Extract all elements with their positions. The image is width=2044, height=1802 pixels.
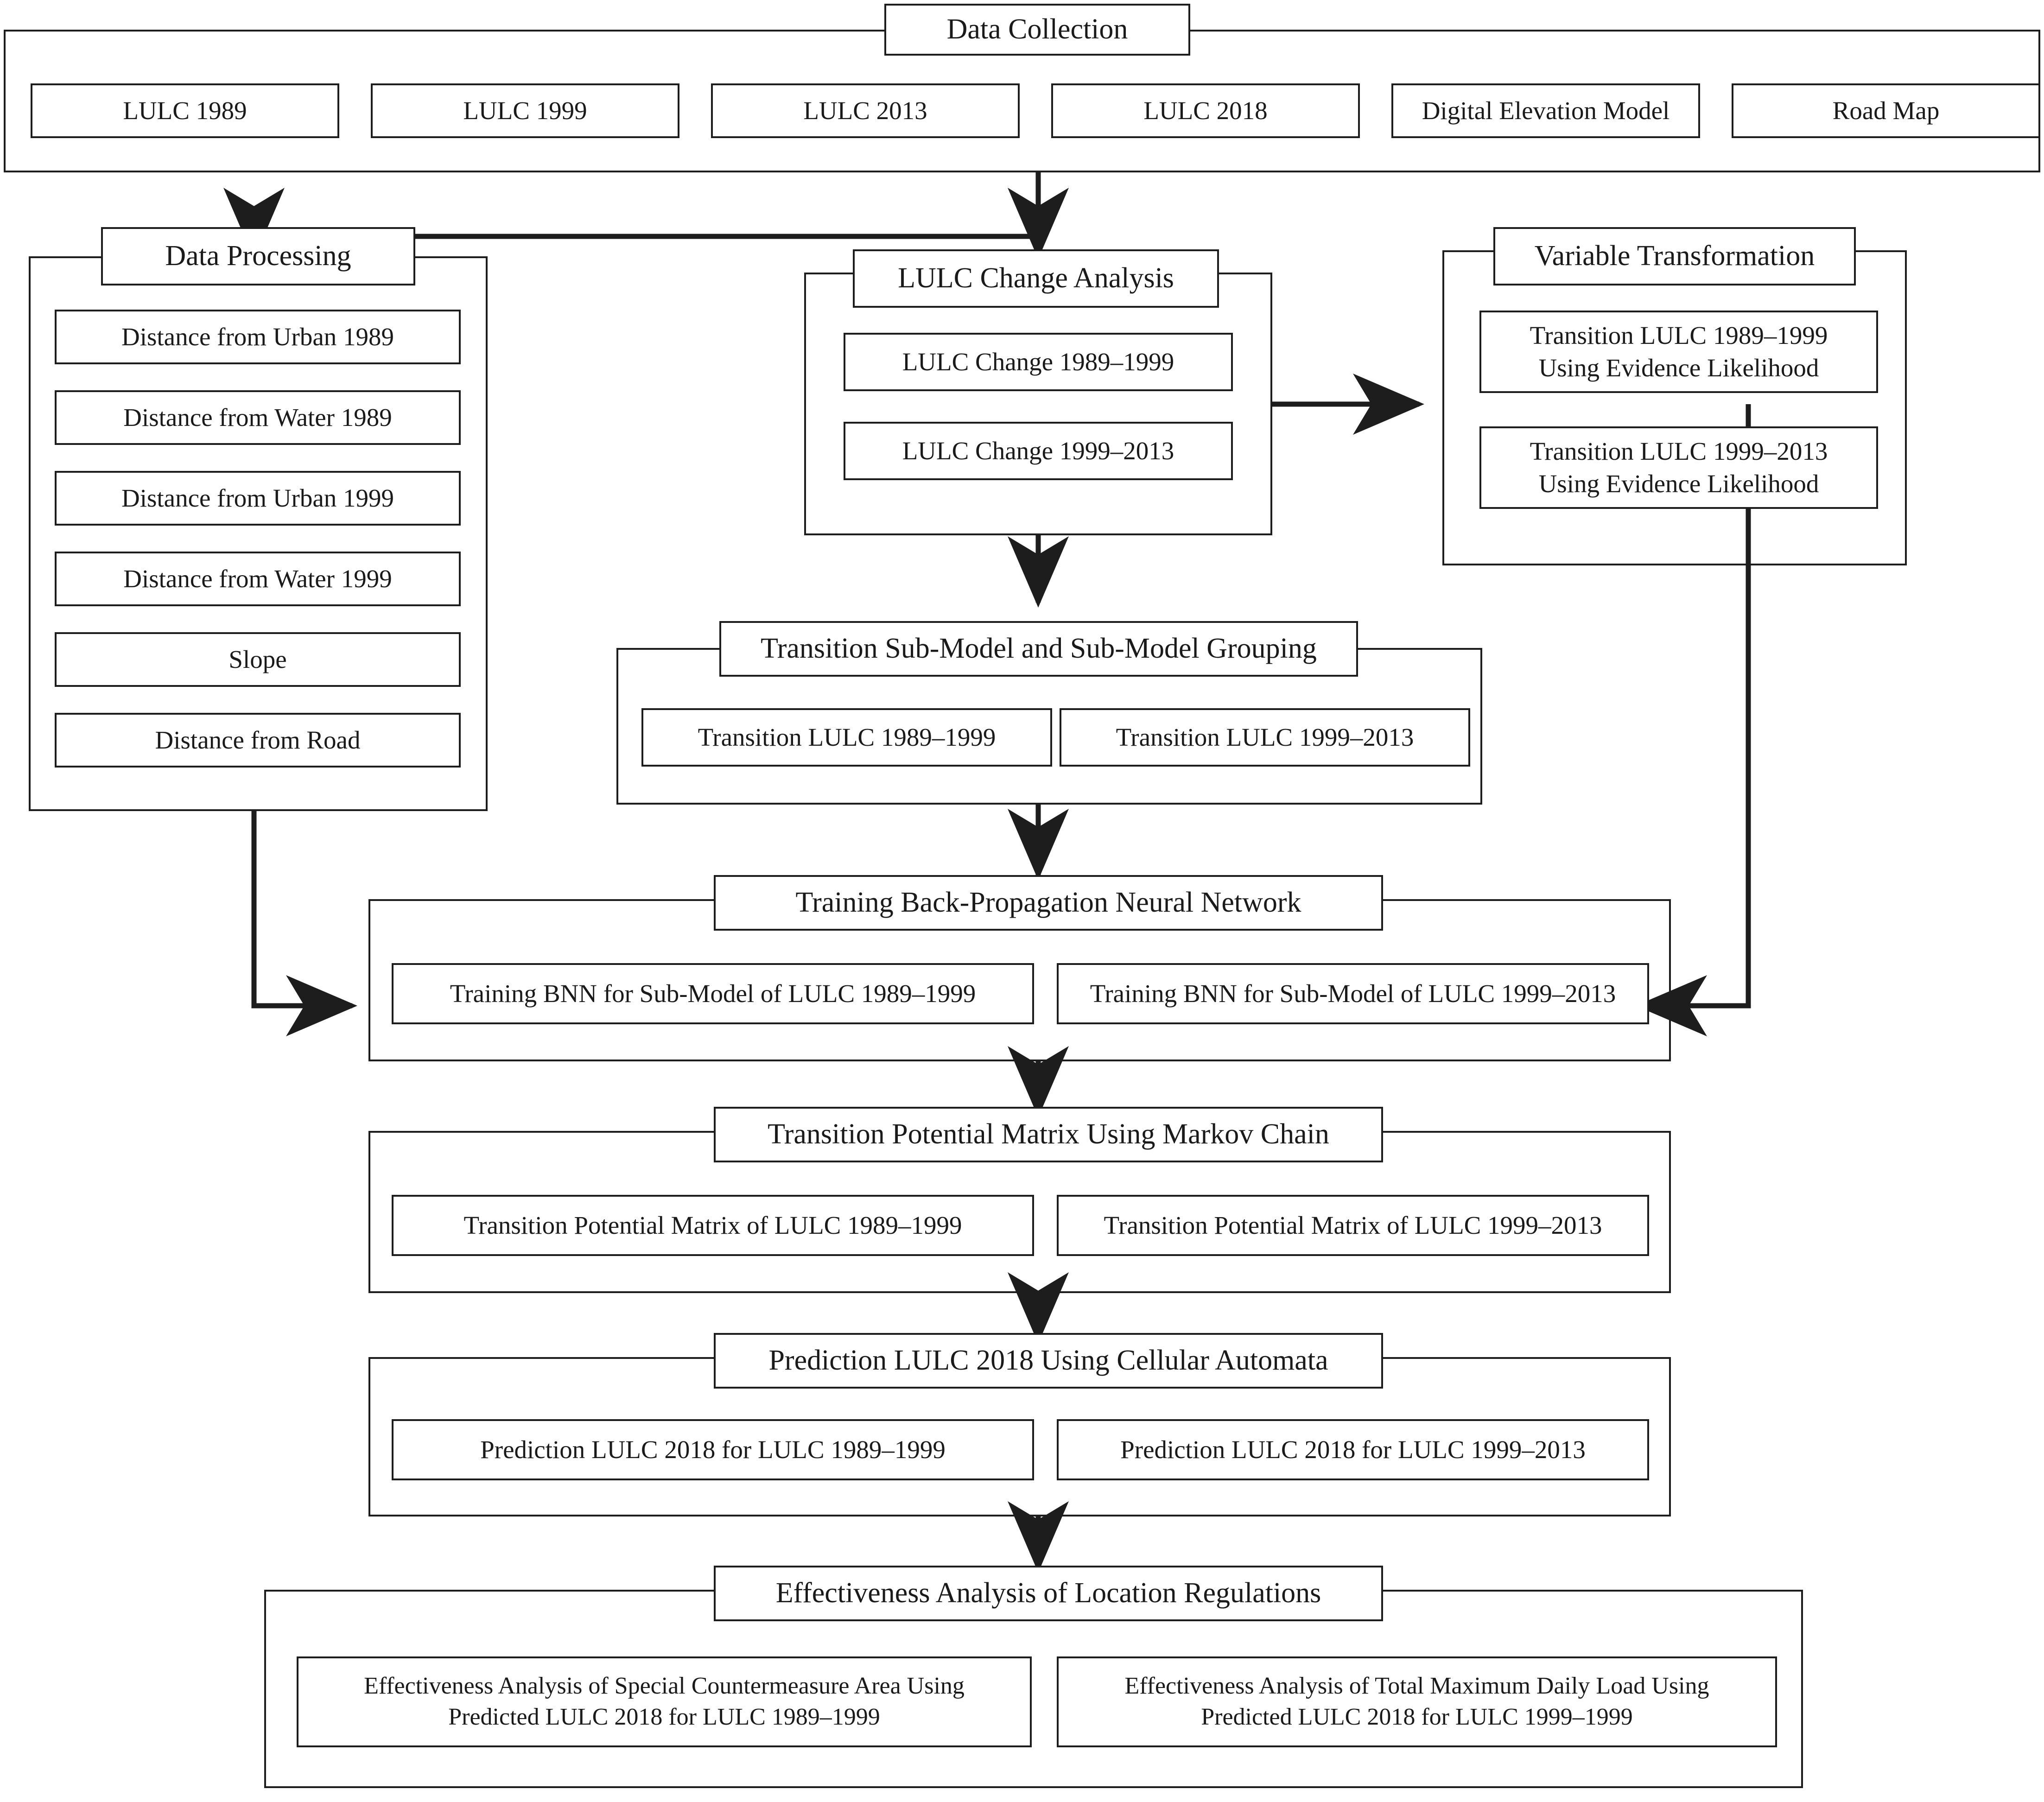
data-collection-header-label: Data Collection (946, 13, 1128, 45)
training-bnn-header-label: Training Back-Propagation Neural Network (795, 887, 1301, 919)
item-label: Transition Potential Matrix of LULC 1989… (463, 1211, 962, 1239)
item-label: Slope (229, 645, 287, 673)
item-label: Effectiveness Analysis of Special Counte… (364, 1673, 965, 1730)
transition-submodel-item-1989-1999[interactable]: Transition LULC 1989–1999 (641, 708, 1052, 767)
item-label: Effectiveness Analysis of Total Maximum … (1124, 1673, 1709, 1730)
data-processing-header[interactable]: Data Processing (101, 227, 415, 286)
item-label: Distance from Urban 1989 (121, 322, 394, 351)
data-collection-item-road-map[interactable]: Road Map (1732, 83, 2040, 138)
item-label: Distance from Water 1999 (123, 564, 392, 593)
data-collection-item-lulc-2018[interactable]: LULC 2018 (1051, 83, 1360, 138)
data-collection-item-digital-elevation-model[interactable]: Digital Elevation Model (1391, 83, 1700, 138)
training-bnn-item-1989-1999[interactable]: Training BNN for Sub-Model of LULC 1989–… (392, 963, 1034, 1024)
variable-transformation-item-1999-2013[interactable]: Transition LULC 1999–2013 Using Evidence… (1479, 426, 1878, 509)
item-label: Distance from Water 1989 (123, 403, 392, 431)
data-processing-item-slope[interactable]: Slope (55, 632, 461, 687)
variable-transformation-item-1989-1999[interactable]: Transition LULC 1989–1999 Using Evidence… (1479, 311, 1878, 393)
prediction-item-1999-2013[interactable]: Prediction LULC 2018 for LULC 1999–2013 (1057, 1419, 1649, 1480)
item-label: Training BNN for Sub-Model of LULC 1989–… (450, 979, 976, 1008)
item-label: LULC Change 1989–1999 (902, 347, 1174, 376)
prediction-header-label: Prediction LULC 2018 Using Cellular Auto… (768, 1345, 1328, 1377)
data-processing-item-distance-urban-1989[interactable]: Distance from Urban 1989 (55, 310, 461, 364)
training-bnn-item-1999-2013[interactable]: Training BNN for Sub-Model of LULC 1999–… (1057, 963, 1649, 1024)
transition-potential-item-1999-2013[interactable]: Transition Potential Matrix of LULC 1999… (1057, 1195, 1649, 1256)
data-processing-item-distance-water-1989[interactable]: Distance from Water 1989 (55, 390, 461, 445)
data-processing-item-distance-road[interactable]: Distance from Road (55, 713, 461, 768)
item-label: Digital Elevation Model (1422, 96, 1670, 125)
effectiveness-item-special-countermeasure-area[interactable]: Effectiveness Analysis of Special Counte… (297, 1656, 1032, 1747)
training-bnn-header[interactable]: Training Back-Propagation Neural Network (714, 875, 1383, 931)
wire-processing-to-bnn (251, 811, 357, 1036)
item-label: Distance from Road (155, 725, 361, 754)
item-label: Distance from Urban 1999 (121, 483, 394, 512)
effectiveness-item-total-maximum-daily-load[interactable]: Effectiveness Analysis of Total Maximum … (1057, 1656, 1777, 1747)
variable-transformation-panel (1442, 250, 1907, 565)
item-label: Transition LULC 1999–2013 (1116, 723, 1414, 751)
item-label: Prediction LULC 2018 for LULC 1989–1999 (480, 1435, 946, 1464)
item-label: LULC Change 1999–2013 (902, 436, 1174, 465)
item-label: LULC 1999 (463, 96, 587, 125)
variable-transformation-header-label: Variable Transformation (1534, 240, 1815, 272)
data-processing-header-label: Data Processing (165, 240, 351, 272)
variable-transformation-header[interactable]: Variable Transformation (1493, 227, 1856, 286)
data-collection-item-lulc-1989[interactable]: LULC 1989 (31, 83, 339, 138)
transition-potential-header[interactable]: Transition Potential Matrix Using Markov… (714, 1107, 1383, 1162)
item-label: Prediction LULC 2018 for LULC 1999–2013 (1120, 1435, 1586, 1464)
item-label: Transition Potential Matrix of LULC 1999… (1104, 1211, 1602, 1239)
item-label: Training BNN for Sub-Model of LULC 1999–… (1090, 979, 1616, 1008)
data-collection-item-lulc-2013[interactable]: LULC 2013 (711, 83, 1020, 138)
item-label: Road Map (1832, 96, 1940, 125)
data-collection-header[interactable]: Data Collection (884, 4, 1190, 56)
item-label: LULC 2013 (803, 96, 927, 125)
lulc-change-analysis-header-label: LULC Change Analysis (898, 262, 1174, 294)
lulc-change-item-1989-1999[interactable]: LULC Change 1989–1999 (844, 333, 1233, 391)
effectiveness-header[interactable]: Effectiveness Analysis of Location Regul… (714, 1566, 1383, 1621)
item-label: LULC 1989 (123, 96, 247, 125)
transition-submodel-header-label: Transition Sub-Model and Sub-Model Group… (761, 633, 1317, 665)
transition-submodel-header[interactable]: Transition Sub-Model and Sub-Model Group… (719, 621, 1358, 677)
data-processing-item-distance-water-1999[interactable]: Distance from Water 1999 (55, 552, 461, 606)
lulc-change-item-1999-2013[interactable]: LULC Change 1999–2013 (844, 422, 1233, 480)
transition-submodel-item-1999-2013[interactable]: Transition LULC 1999–2013 (1060, 708, 1470, 767)
item-label: Transition LULC 1999–2013 Using Evidence… (1530, 437, 1828, 498)
item-label: Transition LULC 1989–1999 Using Evidence… (1530, 321, 1828, 382)
effectiveness-header-label: Effectiveness Analysis of Location Regul… (775, 1577, 1321, 1609)
transition-potential-item-1989-1999[interactable]: Transition Potential Matrix of LULC 1989… (392, 1195, 1034, 1256)
lulc-change-analysis-panel (804, 273, 1272, 535)
data-collection-item-lulc-1999[interactable]: LULC 1999 (371, 83, 679, 138)
prediction-header[interactable]: Prediction LULC 2018 Using Cellular Auto… (714, 1333, 1383, 1389)
lulc-change-analysis-header[interactable]: LULC Change Analysis (853, 249, 1219, 308)
prediction-item-1989-1999[interactable]: Prediction LULC 2018 for LULC 1989–1999 (392, 1419, 1034, 1480)
item-label: Transition LULC 1989–1999 (698, 723, 996, 751)
data-processing-item-distance-urban-1999[interactable]: Distance from Urban 1999 (55, 471, 461, 526)
transition-potential-header-label: Transition Potential Matrix Using Markov… (768, 1118, 1329, 1150)
item-label: LULC 2018 (1143, 96, 1268, 125)
